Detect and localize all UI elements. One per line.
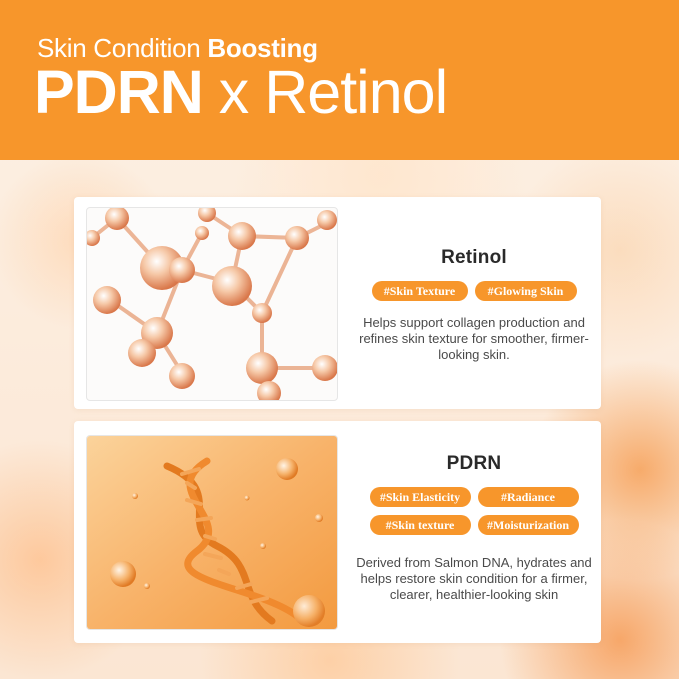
dna-illustration (87, 436, 337, 629)
pdrn-tags: #Skin Elasticity #Radiance #Skin texture… (349, 487, 599, 535)
pdrn-info: PDRN #Skin Elasticity #Radiance #Skin te… (349, 453, 599, 603)
tag-glowing-skin: #Glowing Skin (474, 281, 577, 301)
tag-skin-elasticity: #Skin Elasticity (369, 487, 471, 507)
title-bold: PDRN (34, 58, 204, 126)
header-banner: Skin Condition Boosting PDRN x Retinol (0, 0, 679, 160)
subtitle-bold: Boosting (207, 33, 318, 63)
header-subtitle: Skin Condition Boosting (37, 33, 318, 64)
retinol-info: Retinol #Skin Texture #Glowing Skin Help… (349, 247, 599, 363)
subtitle-regular: Skin Condition (37, 33, 201, 63)
retinol-card: Retinol #Skin Texture #Glowing Skin Help… (74, 197, 601, 409)
molecule-illustration (87, 208, 337, 400)
title-light: x Retinol (218, 58, 448, 126)
header-title: PDRN x Retinol (34, 62, 448, 123)
retinol-title: Retinol (441, 247, 507, 268)
pdrn-description: Derived from Salmon DNA, hydrates and he… (356, 555, 592, 602)
molecule-image (86, 207, 338, 401)
tag-skin-texture: #Skin Texture (371, 281, 468, 301)
tag-skin-texture: #Skin texture (369, 515, 471, 535)
tag-radiance: #Radiance (477, 487, 579, 507)
tag-moisturization: #Moisturization (477, 515, 579, 535)
retinol-tags: #Skin Texture #Glowing Skin (349, 281, 599, 301)
dna-image (86, 435, 338, 630)
pdrn-title: PDRN (446, 453, 502, 474)
pdrn-card: PDRN #Skin Elasticity #Radiance #Skin te… (74, 421, 601, 643)
retinol-description: Helps support collagen production and re… (359, 315, 589, 362)
